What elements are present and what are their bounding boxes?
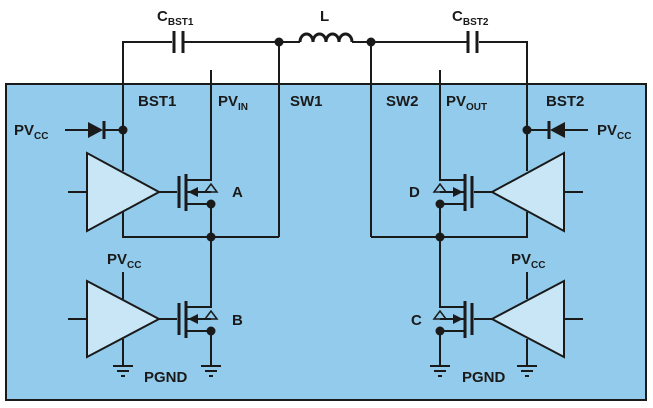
ground-symbol-c (430, 365, 450, 377)
node-d-body (435, 199, 445, 209)
node-sw1-top (274, 37, 284, 47)
label-switch-b: B (232, 312, 243, 329)
node-c-body (435, 326, 445, 336)
label-pvcc-right: PVCC (597, 122, 631, 142)
label-sw2: SW2 (386, 93, 419, 110)
node-sw2-top (366, 37, 376, 47)
ground-symbol-left (113, 365, 133, 377)
label-cbst2: CBST2 (452, 8, 489, 28)
ic-body (5, 83, 647, 401)
label-bst1: BST1 (138, 93, 176, 110)
label-pgnd-left: PGND (144, 369, 188, 386)
ground-symbol-b (201, 365, 221, 377)
label-pvcc-left-low: PVCC (107, 251, 141, 271)
label-sw1: SW1 (290, 93, 323, 110)
label-switch-d: D (409, 184, 420, 201)
label-pvout: PVOUT (446, 93, 487, 113)
label-inductor: L (320, 8, 329, 25)
label-pvin: PVIN (218, 93, 248, 113)
cbst2-capacitor (466, 31, 479, 53)
label-pvcc-left: PVCC (14, 122, 48, 142)
label-cbst1: CBST1 (157, 8, 194, 28)
label-pvcc-right-low: PVCC (511, 251, 545, 271)
mosfet-a (177, 70, 219, 237)
cbst1-capacitor (172, 31, 185, 53)
mosfet-c (432, 237, 474, 366)
inductor-coil (298, 32, 354, 43)
node-b-body (206, 326, 216, 336)
node-a-body (206, 199, 216, 209)
ground-symbol-right (517, 365, 537, 377)
label-switch-a: A (232, 184, 243, 201)
label-pgnd-right: PGND (462, 369, 506, 386)
label-bst2: BST2 (546, 93, 584, 110)
label-switch-c: C (411, 312, 422, 329)
